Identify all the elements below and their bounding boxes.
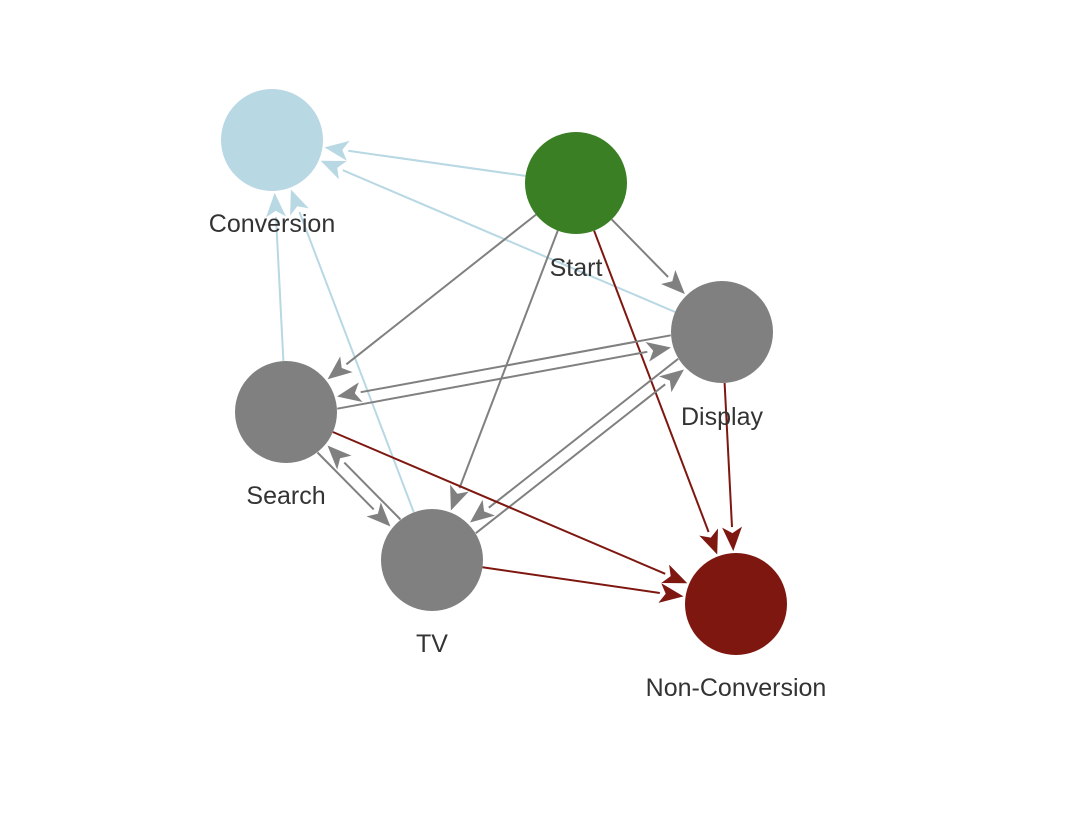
- edge-start-to-tv: [450, 230, 559, 511]
- edge-display-to-search: [337, 334, 671, 402]
- edge-search-to-tv: [316, 451, 391, 527]
- edge-tv-to-conversion: [290, 189, 415, 513]
- edge-tv-to-display: [475, 369, 684, 534]
- arrowhead-icon: [324, 140, 350, 161]
- edge-line: [275, 216, 285, 362]
- nodes-layer: [221, 89, 787, 655]
- edge-line: [345, 213, 537, 366]
- arrowhead-icon: [337, 382, 363, 402]
- edge-line: [298, 211, 415, 513]
- edge-search-to-non_conversion: [332, 431, 688, 584]
- edges-layer: [266, 140, 742, 603]
- node-label-conversion: Conversion: [209, 210, 335, 238]
- arrowhead-icon: [659, 369, 684, 393]
- node-label-search: Search: [246, 482, 325, 510]
- edge-start-to-search: [327, 213, 537, 380]
- arrowhead-icon: [658, 583, 684, 603]
- node-conversion: [221, 89, 323, 191]
- edge-display-to-conversion: [320, 160, 676, 313]
- edge-line: [332, 431, 666, 575]
- node-label-display: Display: [681, 403, 763, 431]
- edge-line: [475, 383, 666, 534]
- edge-line: [343, 461, 402, 521]
- edge-start-to-conversion: [324, 140, 526, 177]
- edge-line: [337, 350, 648, 410]
- node-label-non-conversion: Non-Conversion: [646, 674, 827, 702]
- edge-search-to-conversion: [266, 192, 286, 362]
- node-non-conversion: [685, 553, 787, 655]
- node-search: [235, 361, 337, 463]
- node-label-start: Start: [550, 254, 603, 282]
- arrowhead-icon: [450, 484, 469, 511]
- arrowhead-icon: [722, 526, 742, 552]
- arrowhead-icon: [266, 192, 286, 218]
- arrowhead-icon: [320, 160, 347, 180]
- edge-display-to-tv: [470, 358, 679, 523]
- arrowhead-icon: [327, 356, 353, 380]
- edge-tv-to-search: [327, 445, 402, 521]
- edge-line: [360, 334, 671, 394]
- edge-line: [488, 358, 679, 509]
- edge-line: [482, 566, 660, 594]
- edge-line: [593, 230, 710, 533]
- edge-line: [342, 169, 676, 313]
- edge-search-to-display: [337, 342, 671, 410]
- arrowhead-icon: [661, 270, 685, 295]
- arrowhead-icon: [661, 564, 688, 584]
- arrowhead-icon: [290, 189, 309, 216]
- node-tv: [381, 509, 483, 611]
- edge-start-to-non_conversion: [593, 230, 718, 555]
- node-start: [525, 132, 627, 234]
- edge-line: [348, 149, 526, 177]
- edge-display-to-non_conversion: [722, 382, 742, 552]
- edge-line: [610, 218, 669, 278]
- edge-line: [723, 382, 733, 528]
- edge-tv-to-non_conversion: [482, 566, 684, 603]
- edge-line: [316, 451, 375, 511]
- node-label-tv: TV: [416, 630, 448, 658]
- edge-start-to-display: [610, 218, 685, 295]
- edge-line: [458, 230, 559, 489]
- arrowhead-icon: [645, 342, 671, 362]
- arrowhead-icon: [366, 502, 391, 527]
- arrowhead-icon: [327, 445, 352, 470]
- node-display: [671, 281, 773, 383]
- arrowhead-icon: [470, 499, 495, 523]
- arrowhead-icon: [699, 528, 718, 555]
